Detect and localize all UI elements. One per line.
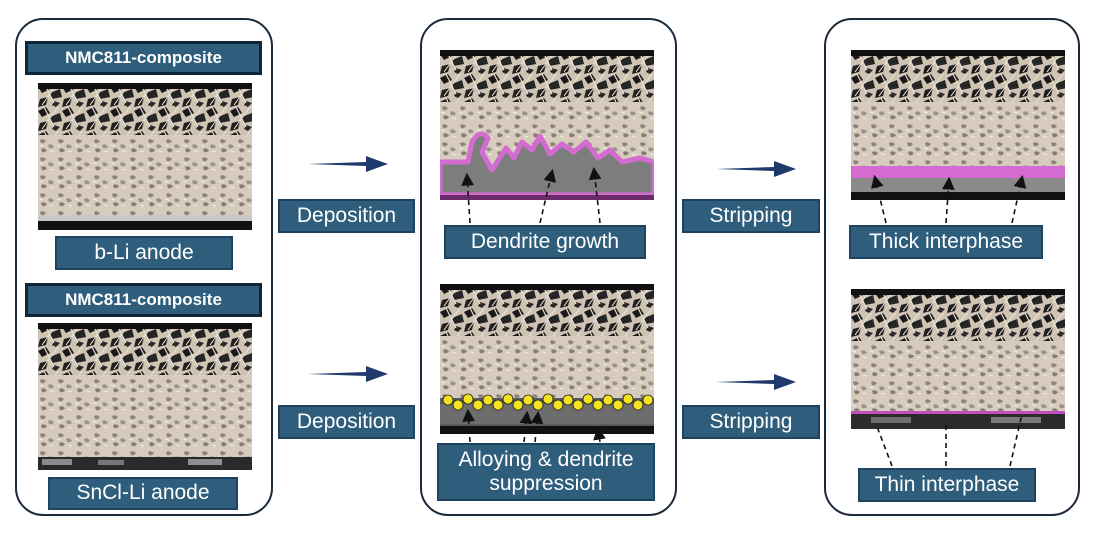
stripping-bottom-label: Stripping bbox=[682, 405, 820, 439]
deposition-bottom-label: Deposition bbox=[278, 405, 415, 439]
stripping-bottom-arrow-icon bbox=[716, 374, 796, 390]
thin-interphase-label: Thin interphase bbox=[858, 468, 1036, 502]
dendrite-growth-label: Dendrite growth bbox=[444, 225, 646, 259]
stripping-top-label: Stripping bbox=[682, 199, 820, 233]
deposition-top-arrow-icon bbox=[308, 156, 388, 172]
bottom-cathode-header: NMC811-composite bbox=[25, 283, 262, 317]
dendrite-cell bbox=[440, 50, 654, 200]
stripping-top-arrow-icon bbox=[716, 161, 796, 177]
deposition-bottom-arrow-icon bbox=[308, 366, 388, 382]
sncl-li-anode-label: SnCl-Li anode bbox=[48, 477, 238, 510]
alloying-cell bbox=[440, 284, 654, 434]
deposition-top-label: Deposition bbox=[278, 199, 415, 233]
bottom-initial-cell bbox=[38, 323, 252, 470]
thick-interphase-label: Thick interphase bbox=[849, 225, 1043, 259]
alloying-suppression-label: Alloying & dendrite suppression bbox=[437, 443, 655, 501]
thin-interphase-cell bbox=[851, 289, 1065, 429]
b-li-anode-label: b-Li anode bbox=[55, 236, 233, 270]
thick-interphase-cell bbox=[851, 50, 1065, 200]
top-initial-cell bbox=[38, 83, 252, 230]
top-cathode-header: NMC811-composite bbox=[25, 41, 262, 75]
